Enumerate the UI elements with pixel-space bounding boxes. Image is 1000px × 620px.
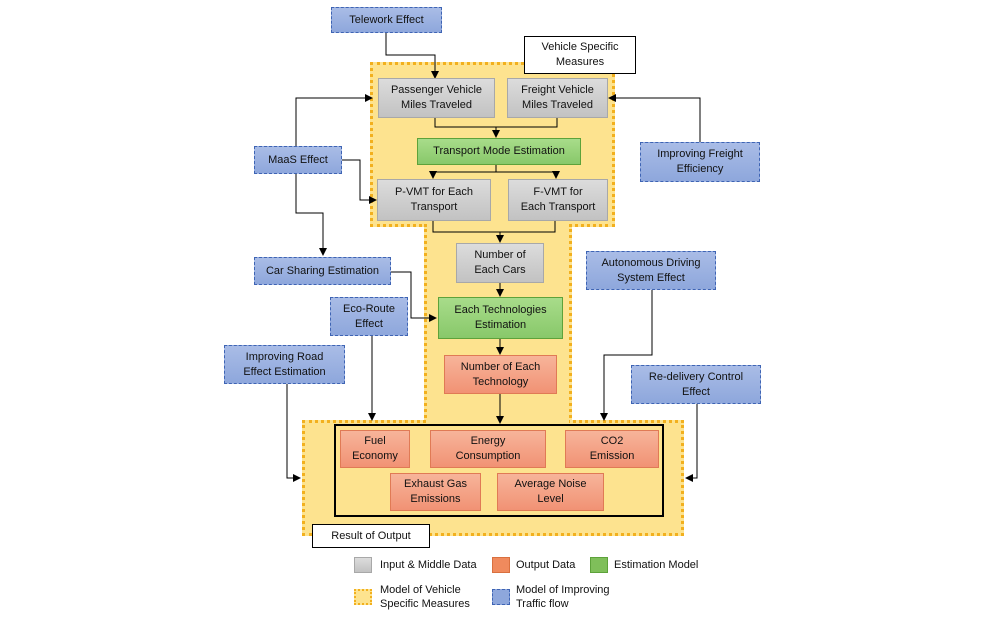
result-output-label: Result of Output [331, 529, 411, 542]
legend-label-estimation-model: Estimation Model [614, 559, 699, 571]
p-vmt-label: P-VMT for Each Transport [394, 186, 474, 213]
freight-vmt-label: Freight Vehicle Miles Traveled [521, 84, 594, 111]
number-cars-box: Number of Each Cars [456, 243, 544, 283]
number-technology-label: Number of Each Technology [460, 360, 541, 388]
region-seam-cover-1 [427, 221, 569, 229]
legend-swatch-input-middle [354, 557, 372, 573]
legend-swatch-estimation-model [590, 557, 608, 573]
telework-effect-box: Telework Effect [331, 7, 442, 33]
maas-effect-box: MaaS Effect [254, 146, 342, 174]
average-noise-box: Average Noise Level [497, 473, 604, 511]
p-vmt-box: P-VMT for Each Transport [377, 179, 491, 221]
telework-effect-label: Telework Effect [349, 13, 424, 26]
passenger-vmt-box: Passenger Vehicle Miles Traveled [378, 78, 495, 118]
co2-emission-box: CO2 Emission [565, 430, 659, 468]
redelivery-box: Re-delivery Control Effect [631, 365, 761, 404]
maas-effect-label: MaaS Effect [268, 153, 328, 166]
arrow-maas-passenger [295, 94, 373, 146]
result-output-label-box: Result of Output [312, 524, 430, 548]
arrow-maas-carsharing [295, 174, 327, 256]
improving-road-box: Improving Road Effect Estimation [224, 345, 345, 384]
fuel-economy-label: Fuel Economy [352, 435, 398, 462]
each-technologies-label: Each Technologies Estimation [454, 304, 547, 331]
autonomous-driving-label: Autonomous Driving System Effect [601, 256, 701, 284]
line-pvmt-fvmt-merge [432, 221, 556, 233]
passenger-vmt-label: Passenger Vehicle Miles Traveled [390, 84, 483, 111]
car-sharing-box: Car Sharing Estimation [254, 257, 391, 285]
legend-label-vehicle-model: Model of Vehicle Specific Measures [380, 584, 470, 610]
eco-route-label: Eco-Route Effect [343, 302, 395, 330]
exhaust-gas-label: Exhaust Gas Emissions [404, 478, 467, 505]
arrow-freight-efficiency [608, 94, 701, 142]
improving-freight-box: Improving Freight Efficiency [640, 142, 760, 182]
legend-label-input-middle: Input & Middle Data [380, 559, 477, 571]
legend-label-traffic-model: Model of Improving Traffic flow [516, 584, 610, 610]
freight-vmt-box: Freight Vehicle Miles Traveled [507, 78, 608, 118]
arrow-carsharing-tech [391, 271, 437, 322]
fuel-economy-box: Fuel Economy [340, 430, 410, 468]
f-vmt-box: F-VMT for Each Transport [508, 179, 608, 221]
line-vmt-merge [434, 118, 558, 128]
autonomous-driving-box: Autonomous Driving System Effect [586, 251, 716, 290]
each-technologies-box: Each Technologies Estimation [438, 297, 563, 339]
legend-swatch-output-data [492, 557, 510, 573]
arrow-transport-pvmt [429, 165, 497, 179]
co2-emission-label: CO2 Emission [589, 435, 635, 462]
energy-consumption-box: Energy Consumption [430, 430, 546, 468]
transport-mode-box: Transport Mode Estimation [417, 138, 581, 165]
average-noise-label: Average Noise Level [514, 478, 587, 505]
arrow-maas-pvmt [342, 159, 377, 204]
vehicle-specific-measures-label-box: Vehicle Specific Measures [524, 36, 636, 74]
exhaust-gas-box: Exhaust Gas Emissions [390, 473, 481, 511]
legend-swatch-vehicle-model [354, 589, 372, 605]
car-sharing-label: Car Sharing Estimation [265, 264, 380, 277]
number-technology-box: Number of Each Technology [444, 355, 557, 394]
vehicle-specific-measures-label: Vehicle Specific Measures [541, 41, 619, 68]
redelivery-label: Re-delivery Control Effect [648, 370, 744, 398]
improving-road-label: Improving Road Effect Estimation [243, 350, 326, 378]
arrow-transport-fvmt [496, 171, 560, 179]
improving-freight-label: Improving Freight Efficiency [657, 148, 743, 175]
eco-route-box: Eco-Route Effect [330, 297, 408, 336]
arrow-road-output [286, 384, 301, 482]
arrow-redelivery-output [685, 404, 698, 482]
energy-consumption-label: Energy Consumption [455, 435, 521, 462]
legend-swatch-traffic-model [492, 589, 510, 605]
arrow-autonomous-output [600, 290, 653, 421]
legend-label-output-data: Output Data [516, 559, 576, 571]
arrow-telework-passenger [385, 33, 439, 79]
transport-mode-label: Transport Mode Estimation [433, 145, 565, 157]
number-cars-label: Number of Each Cars [474, 249, 526, 276]
f-vmt-label: F-VMT for Each Transport [520, 186, 596, 213]
